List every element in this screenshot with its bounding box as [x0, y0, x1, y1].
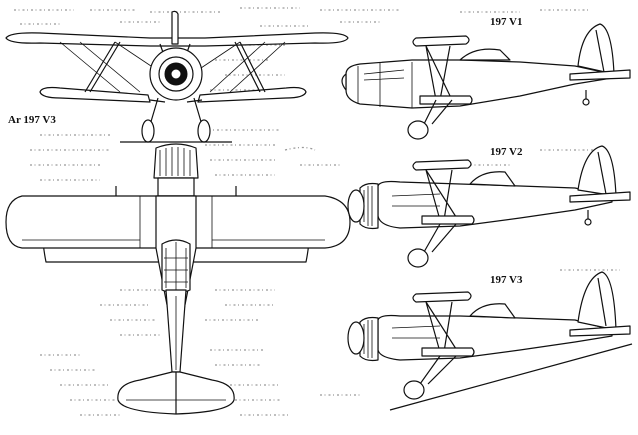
v2-engine	[359, 182, 379, 230]
v1-tail-fin	[577, 23, 615, 75]
v1-wheel	[407, 120, 429, 140]
v2-upper-wing	[412, 159, 472, 171]
plan-view	[5, 143, 351, 415]
v3-tail-fin	[577, 271, 617, 331]
side-view-v1	[341, 23, 631, 140]
v3-engine	[359, 316, 379, 362]
side-v3-label: 197 V3	[490, 274, 523, 286]
v3-ground-line	[389, 343, 633, 411]
right-wheel	[197, 119, 211, 143]
v1-fuselage	[345, 59, 613, 109]
main-view-label: Ar 197 V3	[8, 114, 56, 126]
side-v2-label: 197 V2	[490, 146, 523, 158]
v2-fuselage	[377, 180, 613, 229]
plan-engine	[153, 143, 199, 179]
front-view	[5, 10, 349, 143]
side-v1-label: 197 V1	[490, 16, 523, 28]
v2-wheel	[407, 248, 429, 268]
v3-upper-wing	[412, 291, 472, 303]
front-lower-wing-right	[197, 86, 307, 103]
left-wheel	[141, 119, 155, 143]
v1-upper-wing	[412, 35, 470, 47]
side-view-v2	[347, 145, 631, 268]
side-view-v3	[347, 271, 633, 411]
v3-wheel	[403, 380, 425, 400]
front-lower-wing-left	[39, 86, 151, 103]
v2-tail-fin	[577, 145, 617, 197]
